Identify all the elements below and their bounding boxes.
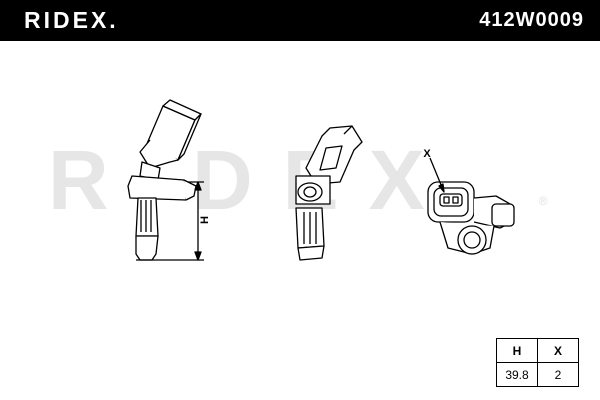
spec-value-row: 39.8 2 (496, 362, 579, 387)
sensor-front-view (427, 157, 515, 255)
part-number: 412W0009 (479, 9, 584, 31)
spec-header-row: H X (496, 338, 579, 363)
spec-header-x: X (537, 338, 579, 363)
spec-table: H X 39.8 2 (496, 338, 579, 387)
spec-value-h: 39.8 (496, 362, 538, 387)
watermark-logo: RIDEX (48, 140, 455, 220)
sensor-perspective-view (295, 125, 363, 261)
registered-mark: ® (538, 194, 548, 208)
dimension-x-label: X (423, 148, 431, 160)
sensor-side-view (127, 99, 204, 261)
brand-logo: RIDEX. (24, 7, 119, 33)
dimension-h-label: H (199, 216, 211, 224)
spec-value-x: 2 (537, 362, 579, 387)
header-bar: RIDEX. 412W0009 (0, 0, 600, 41)
spec-header-h: H (496, 338, 538, 363)
